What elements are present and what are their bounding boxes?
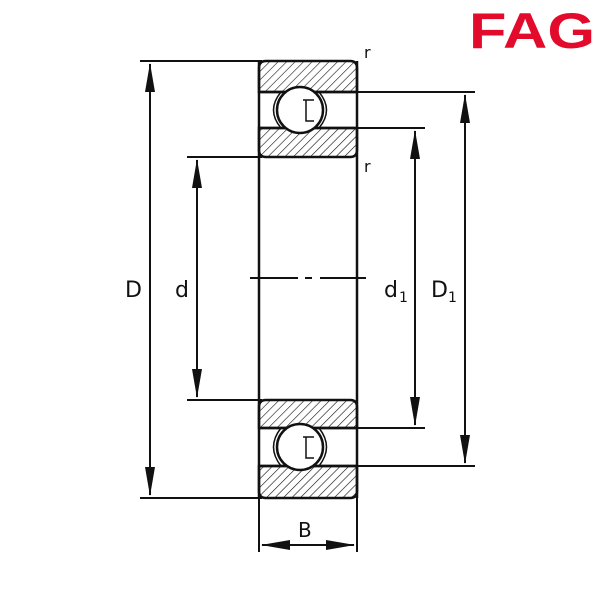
label-outer-diameter: D (125, 278, 142, 303)
bearing-body (257, 59, 359, 500)
label-radius-top: r (364, 43, 371, 62)
fag-logo: FAG (469, 8, 595, 52)
label-D1-sub: 1 (448, 290, 457, 306)
fag-logo-text: FAG (469, 8, 595, 52)
label-D1-main: D (431, 278, 448, 303)
label-radius-mid: r (364, 157, 371, 176)
label-bore-diameter: d (175, 278, 189, 303)
label-width: B (298, 518, 312, 542)
label-d1-main: d (384, 278, 398, 303)
label-d1-sub: 1 (399, 290, 408, 306)
dimension-lines (145, 63, 470, 550)
extension-lines (140, 60, 475, 552)
